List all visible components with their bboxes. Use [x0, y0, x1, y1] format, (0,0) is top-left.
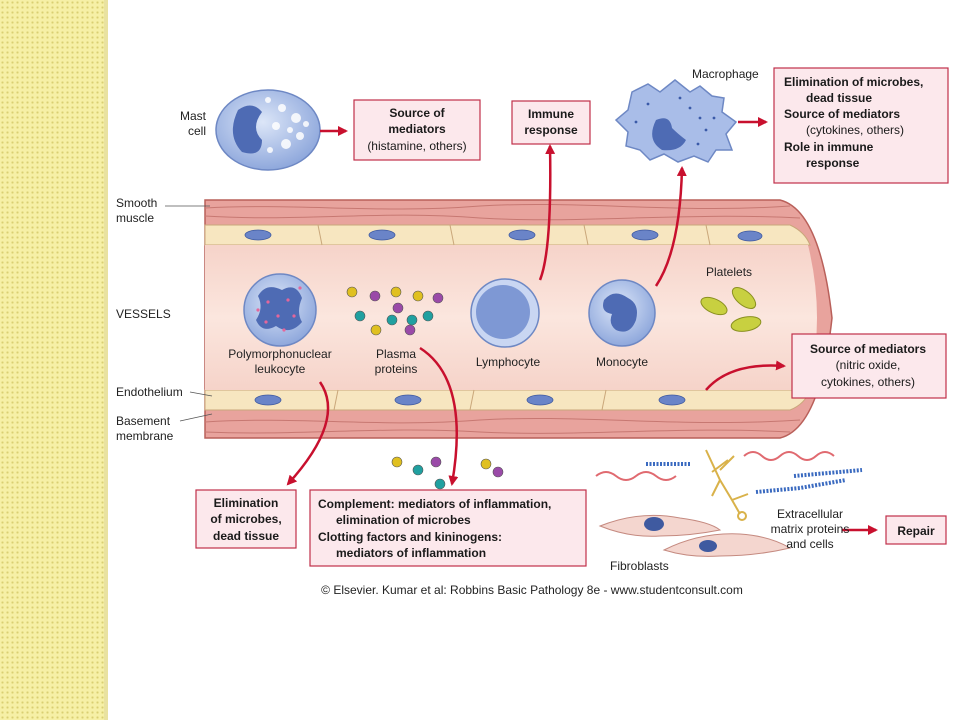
label-pmn-2: leukocyte [255, 362, 306, 376]
label-monocyte: Monocyte [596, 355, 648, 369]
box-endo-line-2: (nitric oxide, [836, 358, 901, 372]
extravascular-proteins [391, 456, 504, 490]
label-plasma-2: proteins [375, 362, 418, 376]
box-macrophage-line-5: Role in immune [784, 140, 874, 154]
label-pmn-1: Polymorphonuclear [228, 347, 331, 361]
box-macrophage-line-6: response [806, 156, 860, 170]
box-pmn-line-2: of microbes, [210, 512, 281, 526]
box-mast-source-line-2: mediators [388, 122, 446, 136]
box-macrophage-line-1: Elimination of microbes, [784, 75, 923, 89]
box-complement-line-3: Clotting factors and kininogens: [318, 530, 502, 544]
arrow-endothelium-to-source [705, 360, 786, 391]
arrow-monocyte-to-macrophage [654, 166, 687, 287]
box-macrophage-line-2: dead tissue [806, 91, 872, 105]
label-platelets: Platelets [706, 265, 752, 279]
fibroblasts [598, 514, 792, 557]
box-macrophage-line-3: Source of mediators [784, 107, 900, 121]
vessel-muscle-texture-bottom-2 [204, 429, 791, 434]
box-complement-line-2: elimination of microbes [336, 513, 471, 527]
macrophage-cell [614, 79, 738, 163]
leader-endothelium [189, 391, 213, 397]
sidebar-edge [104, 0, 108, 720]
vessel-muscle-texture-top-2 [204, 214, 801, 221]
endothelial-nuclei [244, 229, 763, 406]
box-complement-line-4: mediators of inflammation [336, 546, 486, 560]
label-basement-1: Basement [116, 414, 171, 428]
vessel-muscle-texture-top [204, 203, 791, 210]
leader-basement [179, 413, 213, 422]
neutrophil-cell [243, 273, 317, 347]
endothelial-cell-borders [317, 224, 711, 411]
endothelium-top [204, 224, 811, 246]
box-immune-response: Immune response [511, 100, 591, 145]
plasma-proteins [346, 286, 444, 336]
arrow-lymphocyte-to-immune [538, 144, 556, 281]
label-smooth-1: Smooth [116, 196, 157, 210]
mast-cell [215, 89, 321, 171]
arrow-plasma-to-complement [419, 346, 459, 486]
label-ecm-3: and cells [786, 537, 833, 551]
label-fibroblasts: Fibroblasts [610, 559, 669, 573]
monocyte-cell [588, 279, 656, 347]
box-pmn-function: Elimination of microbes, dead tissue [195, 489, 297, 549]
box-pmn-line-3: dead tissue [213, 529, 279, 543]
label-vessels: VESSELS [116, 307, 171, 321]
box-complement-line-1: Complement: mediators of inflammation, [318, 497, 551, 511]
platelets [700, 287, 762, 332]
box-endo-line-3: cytokines, others) [821, 375, 915, 389]
label-plasma-1: Plasma [376, 347, 416, 361]
box-immune-line-1: Immune [528, 107, 574, 121]
box-immune-line-2: response [524, 123, 578, 137]
label-mast-1: Mast [180, 109, 207, 123]
vessel-muscle-texture-bottom [204, 417, 801, 424]
label-macrophage: Macrophage [692, 67, 759, 81]
label-ecm-2: matrix proteins [771, 522, 850, 536]
label-mast-2: cell [188, 124, 206, 138]
arrow-pmn-to-function [286, 381, 330, 486]
box-mast-source-line-3: (histamine, others) [367, 139, 466, 153]
box-complement: Complement: mediators of inflammation, e… [309, 489, 587, 567]
extracellular-matrix [595, 449, 863, 521]
box-mast-source-line-1: Source of [389, 106, 445, 120]
box-mast-source: Source of mediators (histamine, others) [353, 99, 481, 161]
decorative-sidebar [0, 0, 106, 720]
box-macrophage-function: Elimination of microbes, dead tissue Sou… [773, 67, 949, 184]
label-basement-2: membrane [116, 429, 174, 443]
box-pmn-line-1: Elimination [214, 496, 279, 510]
box-endothelium-source: Source of mediators (nitric oxide, cytok… [791, 333, 947, 399]
label-ecm-1: Extracellular [777, 507, 843, 521]
lymphocyte-cell [470, 278, 540, 348]
label-endothelium: Endothelium [116, 385, 183, 399]
arrows [286, 117, 878, 535]
endothelium-bottom [204, 389, 811, 411]
box-macrophage-line-4: (cytokines, others) [806, 123, 904, 137]
box-endo-line-1: Source of mediators [810, 342, 926, 356]
copyright-notice: © Elsevier. Kumar et al: Robbins Basic P… [321, 583, 743, 597]
label-smooth-2: muscle [116, 211, 154, 225]
label-lymphocyte: Lymphocyte [476, 355, 541, 369]
box-repair: Repair [885, 515, 947, 545]
box-repair-label: Repair [897, 524, 935, 538]
